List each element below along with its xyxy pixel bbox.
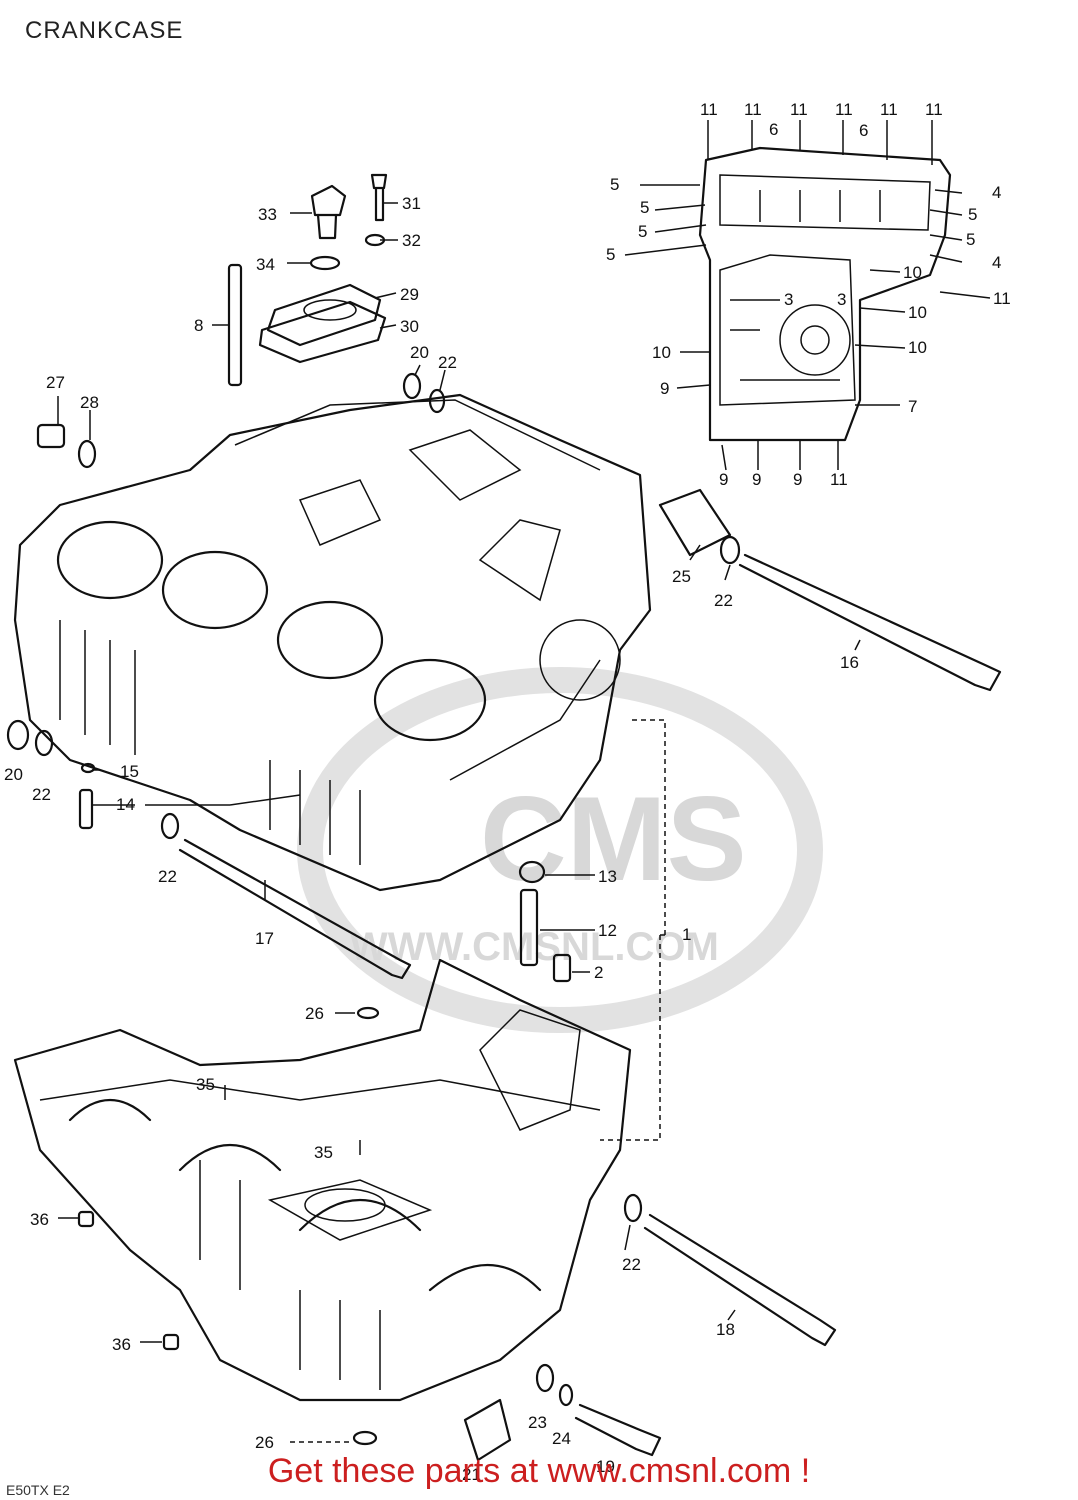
callout-11-top-3: 11 (790, 100, 808, 119)
callout-16: 16 (840, 653, 859, 672)
callout-24: 24 (552, 1429, 571, 1448)
callout-23: 23 (528, 1413, 547, 1432)
oil-pan-drawing (698, 146, 952, 442)
callout-26b: 26 (255, 1433, 274, 1452)
callout-10d: 10 (652, 343, 671, 362)
callout-32: 32 (402, 231, 421, 250)
callout-8: 8 (194, 316, 203, 335)
callout-25: 25 (672, 567, 691, 586)
callout-15: 15 (120, 762, 139, 781)
callout-5a: 5 (610, 175, 619, 194)
callout-3a: 3 (784, 290, 793, 309)
callout-7: 7 (908, 397, 917, 416)
callout-14: 14 (116, 795, 135, 814)
callout-9a: 9 (660, 379, 669, 398)
callout-22a: 22 (438, 353, 457, 372)
callout-11-top-1: 11 (700, 100, 718, 119)
callout-27: 27 (46, 373, 65, 392)
callout-35a: 35 (196, 1075, 215, 1094)
callout-6b: 6 (859, 121, 868, 140)
callout-22c: 22 (32, 785, 51, 804)
callout-22b: 22 (714, 591, 733, 610)
callout-34: 34 (256, 255, 275, 274)
leader-lines (57, 120, 991, 1443)
callout-10b: 10 (908, 303, 927, 322)
callout-22d: 22 (158, 867, 177, 886)
callout-11-top-6: 11 (925, 100, 943, 119)
callout-5f: 5 (966, 230, 975, 249)
callout-4b: 4 (992, 253, 1001, 272)
callout-10c: 10 (908, 338, 927, 357)
watermark-url: WWW.CMSNL.COM (350, 925, 719, 969)
watermark: CMS WWW.CMSNL.COM (297, 667, 823, 1033)
callout-17: 17 (255, 929, 274, 948)
callout-26a: 26 (305, 1004, 324, 1023)
callout-10a: 10 (903, 263, 922, 282)
callout-5d: 5 (606, 245, 615, 264)
model-code: E50TX E2 (6, 1482, 70, 1498)
callout-5b: 5 (640, 198, 649, 217)
bolts-and-pins (6, 372, 1002, 1462)
callout-labels: 11 11 11 11 11 11 6 6 5 5 5 5 5 5 4 4 10… (4, 100, 1011, 1484)
callout-12: 12 (598, 921, 617, 940)
callout-13: 13 (598, 867, 617, 886)
callout-11-top-4: 11 (835, 100, 853, 119)
callout-21: 21 (462, 1465, 481, 1484)
callout-2: 2 (594, 963, 603, 982)
callout-19: 19 (596, 1457, 615, 1476)
callout-11b: 11 (830, 470, 848, 489)
callout-5e: 5 (968, 205, 977, 224)
callout-11a: 11 (993, 289, 1011, 308)
callout-31: 31 (402, 194, 421, 213)
footer-link-text: Get these parts at www.cmsnl.com ! (267, 1452, 811, 1490)
callout-4a: 4 (992, 183, 1001, 202)
callout-36a: 36 (30, 1210, 49, 1229)
callout-22e: 22 (622, 1255, 641, 1274)
callout-20a: 20 (410, 343, 429, 362)
callout-11-top-2: 11 (744, 100, 762, 119)
upper-crankcase-drawing (13, 393, 652, 892)
breather-cover-drawing (227, 173, 388, 387)
callout-35b: 35 (314, 1143, 333, 1162)
callout-6a: 6 (769, 120, 778, 139)
callout-3b: 3 (837, 290, 846, 309)
callout-5c: 5 (638, 222, 647, 241)
callout-20b: 20 (4, 765, 23, 784)
callout-9c: 9 (752, 470, 761, 489)
callout-1: 1 (682, 925, 691, 944)
callout-30: 30 (400, 317, 419, 336)
callout-9b: 9 (719, 470, 728, 489)
callout-11-top-5: 11 (880, 100, 898, 119)
callout-36b: 36 (112, 1335, 131, 1354)
callout-18: 18 (716, 1320, 735, 1339)
callout-29: 29 (400, 285, 419, 304)
callout-9d: 9 (793, 470, 802, 489)
callout-28: 28 (80, 393, 99, 412)
callout-33: 33 (258, 205, 277, 224)
lower-crankcase-drawing (13, 958, 632, 1402)
diagram-title: CRANKCASE (25, 17, 183, 44)
